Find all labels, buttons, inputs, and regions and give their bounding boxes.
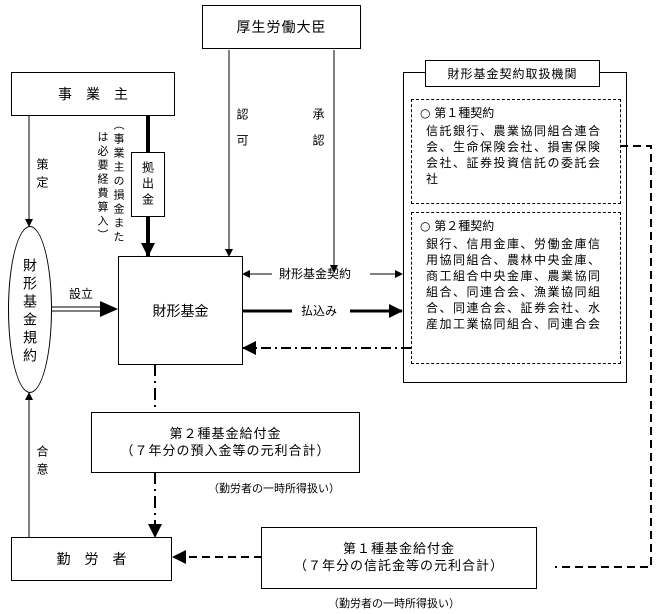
benefit2-box: 第２種基金給付金 （７年分の預入金等の元利合計） xyxy=(91,412,360,473)
fund-label: 財形基金 xyxy=(152,303,209,320)
type2-contract-box: ○ 第２種契約 銀行、信用金庫、労働金庫信用協同組合、農林中央金庫、商工組合中央… xyxy=(411,212,621,364)
label-formulate: 策定 xyxy=(35,158,49,194)
contribution-label: 拠出金 xyxy=(140,160,155,209)
fund-box: 財形基金 xyxy=(118,256,243,365)
benefit2-line1: 第２種基金給付金 xyxy=(169,426,282,442)
tax-note-col2: は必要経費算入） xyxy=(96,131,109,243)
worker-label: 勤 労 者 xyxy=(56,552,127,568)
type2-body: 銀行、信用金庫、労働金庫信用協同組合、農林中央金庫、商工組合中央金庫、農業協同組… xyxy=(426,237,602,331)
label-acknowledge: 承認 xyxy=(311,108,325,160)
type1-body: 信託銀行、農業協同組合連合会、生命保険会社、損害保険会社、証券投資信託の委託会社 xyxy=(426,124,602,186)
line-type1-to-benefit1 xyxy=(555,145,652,568)
benefit1-box: 第１種基金給付金 （７年分の信託金等の元利合計） xyxy=(261,527,537,589)
label-agree: 合意 xyxy=(35,445,49,481)
type2-heading: ○ 第２種契約 xyxy=(420,219,495,233)
fund-rules-label: 財形基金規約 xyxy=(21,258,37,366)
contribution-box: 拠出金 xyxy=(131,152,165,217)
label-fund-contract: 財形基金契約 xyxy=(279,267,352,281)
label-permission: 認可 xyxy=(235,108,249,160)
arrow-establish-head xyxy=(100,301,118,317)
benefit2-line2: （７年分の預入金等の元利合計） xyxy=(120,443,331,459)
label-payment: 払込み xyxy=(301,304,338,318)
employer-label: 事 業 主 xyxy=(58,87,128,103)
employer-box: 事 業 主 xyxy=(11,72,175,116)
fund-rules-ellipse xyxy=(8,226,52,393)
benefit2-note: （勤労者の一時所得扱い） xyxy=(208,482,340,495)
minister-box: 厚生労働大臣 xyxy=(202,5,361,49)
benefit1-line1: 第１種基金給付金 xyxy=(342,542,455,557)
benefit1-line2: （７年分の信託金等の元利合計） xyxy=(293,559,504,574)
type1-heading: ○ 第１種契約 xyxy=(420,106,495,120)
type1-contract-box: ○ 第１種契約 信託銀行、農業協同組合連合会、生命保険会社、損害保険会社、証券投… xyxy=(411,99,621,204)
tax-note-col1: （事業主の損金また xyxy=(112,119,125,245)
institutions-title-text: 財形基金契約取扱機関 xyxy=(447,67,578,81)
institutions-title: 財形基金契約取扱機関 xyxy=(425,60,600,87)
minister-label: 厚生労働大臣 xyxy=(236,20,327,36)
worker-box: 勤 労 者 xyxy=(11,537,172,581)
label-establish: 設立 xyxy=(69,287,94,301)
benefit1-note: （勤労者の一時所得扱い） xyxy=(328,597,460,610)
